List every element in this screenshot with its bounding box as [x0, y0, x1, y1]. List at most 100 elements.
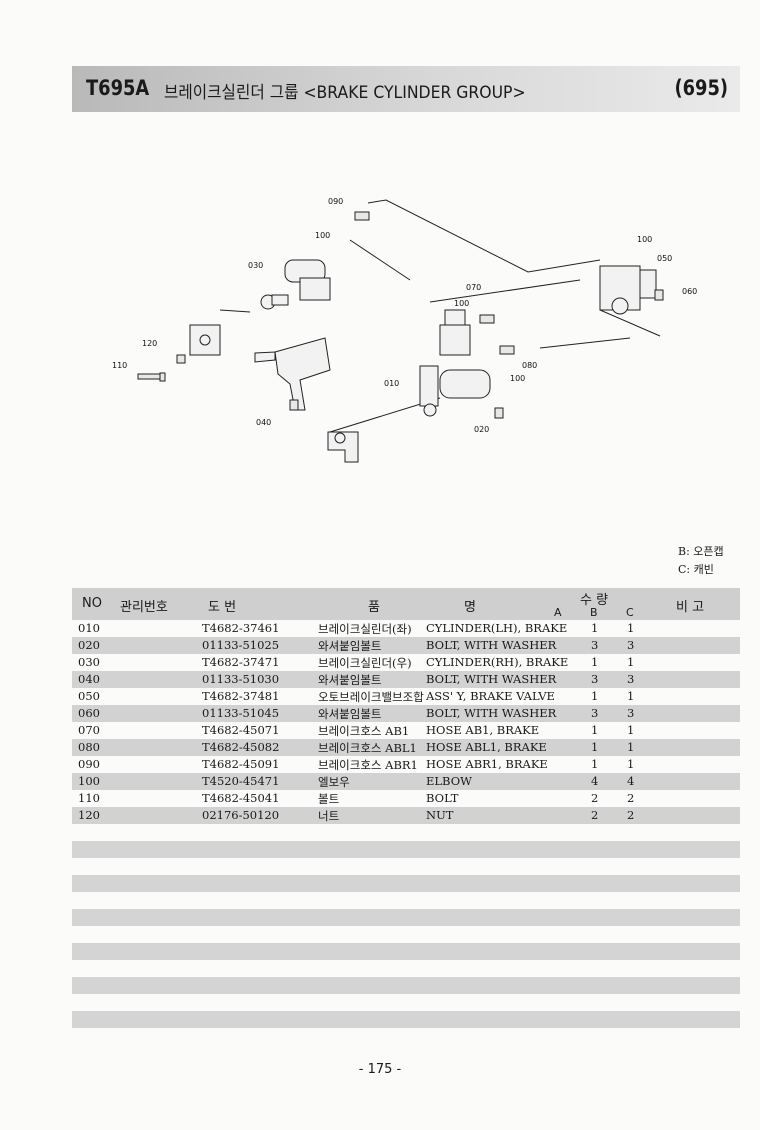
empty-row [72, 1011, 740, 1028]
table-row: 080 T4682-45082 브레이크호스 ABL1 HOSE ABL1, B… [72, 739, 740, 756]
row-english: HOSE ABL1, BRAKE [426, 740, 547, 754]
header-name-b: 명 [464, 600, 476, 615]
row-drawing: T4682-45041 [202, 791, 280, 805]
row-qty-c: 1 [627, 655, 635, 669]
row-english: BOLT [426, 791, 459, 805]
bolt-icon [137, 373, 161, 380]
table-row: 060 01133-51045 와셔붙임볼트 BOLT, WITH WASHER… [72, 705, 740, 722]
header-b: B [590, 606, 598, 619]
row-korean: 와셔붙임볼트 [318, 673, 382, 687]
label-070: 070 [466, 283, 481, 292]
row-qty-c: 1 [627, 723, 635, 737]
row-qty-c: 1 [627, 757, 635, 771]
row-qty-b: 4 [591, 774, 599, 788]
row-english: NUT [426, 808, 454, 822]
row-no: 020 [78, 638, 100, 652]
empty-row [72, 960, 740, 977]
elbow-icon [354, 211, 370, 221]
table-row: 020 01133-51025 와셔붙임볼트 BOLT, WITH WASHER… [72, 637, 740, 654]
label-060: 060 [682, 287, 697, 296]
table-row: 090 T4682-45091 브레이크호스 ABR1 HOSE ABR1, B… [72, 756, 740, 773]
row-qty-c: 3 [627, 638, 635, 652]
row-qty-b: 3 [591, 638, 599, 652]
row-qty-c: 2 [627, 791, 635, 805]
empty-row [72, 909, 740, 926]
row-drawing: T4682-37481 [202, 689, 280, 703]
table-header: NO 관리번호 도 번 품 명 수 량 A B C 비 고 [72, 588, 740, 620]
valve-block-icon [439, 309, 471, 356]
row-korean: 너트 [318, 809, 340, 823]
empty-row [72, 858, 740, 875]
row-no: 110 [78, 791, 100, 805]
legend-c: C: 캐빈 [678, 563, 714, 576]
row-qty-c: 3 [627, 706, 635, 720]
table-body: 010 T4682-37461 브레이크실린더(좌) CYLINDER(LH),… [72, 620, 740, 1028]
header-no: NO [82, 596, 102, 611]
label-120: 120 [142, 339, 157, 348]
legend-b: B: 오픈캡 [678, 545, 724, 558]
row-qty-b: 2 [591, 791, 599, 805]
row-qty-b: 1 [591, 723, 599, 737]
row-no: 070 [78, 723, 100, 737]
row-qty-b: 1 [591, 757, 599, 771]
table-row: 120 02176-50120 너트 NUT 2 2 [72, 807, 740, 824]
page-reference: (695) [674, 76, 728, 100]
row-korean: 오토브레이크밸브조합 [318, 690, 424, 704]
bracket-icon [254, 337, 331, 411]
row-drawing: 02176-50120 [202, 808, 280, 822]
row-drawing: T4682-45071 [202, 723, 280, 737]
row-no: 030 [78, 655, 100, 669]
row-drawing: 01133-51025 [202, 638, 280, 652]
page-header: T695A 브레이크실린더 그룹 <BRAKE CYLINDER GROUP> … [72, 66, 740, 112]
row-qty-c: 1 [627, 621, 635, 635]
empty-row [72, 926, 740, 943]
row-english: HOSE AB1, BRAKE [426, 723, 540, 737]
table-row: 040 01133-51030 와셔붙임볼트 BOLT, WITH WASHER… [72, 671, 740, 688]
row-korean: 브레이크실린더(우) [318, 656, 412, 670]
label-100a: 100 [315, 231, 330, 240]
empty-row [72, 841, 740, 858]
header-name-a: 품 [368, 600, 380, 615]
empty-row [72, 875, 740, 892]
row-qty-b: 1 [591, 621, 599, 635]
row-qty-c: 4 [627, 774, 635, 788]
row-korean: 브레이크호스 ABL1 [318, 741, 417, 755]
table-row: 030 T4682-37471 브레이크실린더(우) CYLINDER(RH),… [72, 654, 740, 671]
label-080: 080 [522, 361, 537, 370]
row-no: 060 [78, 706, 100, 720]
label-100d: 100 [510, 374, 525, 383]
cylinder-lh-icon [419, 365, 491, 417]
row-korean: 엘보우 [318, 775, 350, 789]
nut-icon [176, 354, 186, 364]
row-english: BOLT, WITH WASHER [426, 672, 557, 686]
yoke-icon [327, 431, 359, 463]
row-english: CYLINDER(RH), BRAKE [426, 655, 569, 669]
row-english: BOLT, WITH WASHER [426, 706, 557, 720]
row-drawing: 01133-51030 [202, 672, 280, 686]
row-no: 120 [78, 808, 100, 822]
clevis-icon [189, 324, 221, 356]
row-no: 080 [78, 740, 100, 754]
label-050: 050 [657, 254, 672, 263]
row-qty-b: 3 [591, 672, 599, 686]
label-110: 110 [112, 361, 127, 370]
row-drawing: 01133-51045 [202, 706, 280, 720]
row-qty-b: 1 [591, 689, 599, 703]
row-korean: 와셔붙임볼트 [318, 639, 382, 653]
table-row: 050 T4682-37481 오토브레이크밸브조합 ASS' Y, BRAKE… [72, 688, 740, 705]
header-c: C [626, 606, 634, 619]
header-qty: 수 량 [580, 593, 609, 608]
row-drawing: T4520-45471 [202, 774, 280, 788]
empty-row [72, 977, 740, 994]
table-row: 110 T4682-45041 볼트 BOLT 2 2 [72, 790, 740, 807]
table-row: 100 T4520-45471 엘보우 ELBOW 4 4 [72, 773, 740, 790]
header-a: A [554, 606, 562, 619]
row-korean: 브레이크실린더(좌) [318, 622, 412, 636]
label-010: 010 [384, 379, 399, 388]
section-code: T695A [86, 76, 150, 100]
table-row: 010 T4682-37461 브레이크실린더(좌) CYLINDER(LH),… [72, 620, 740, 637]
row-drawing: T4682-37471 [202, 655, 280, 669]
row-english: CYLINDER(LH), BRAKE [426, 621, 568, 635]
row-qty-c: 3 [627, 672, 635, 686]
row-no: 100 [78, 774, 100, 788]
